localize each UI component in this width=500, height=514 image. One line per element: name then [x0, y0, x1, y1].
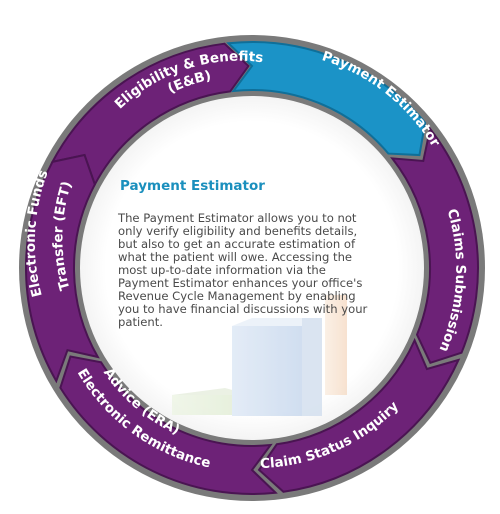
segment-payment-estimator[interactable]	[226, 41, 427, 157]
description-panel: Payment Estimator The Payment Estimator …	[118, 178, 368, 329]
segment-claims-submission[interactable]	[390, 126, 479, 365]
segment-eligibility[interactable]	[50, 42, 250, 187]
segment-claim-status[interactable]	[257, 337, 461, 493]
decorative-bar-graphic	[172, 295, 347, 416]
segment-eft[interactable]	[25, 153, 100, 384]
description-body: The Payment Estimator allows you to not …	[118, 211, 368, 329]
description-title: Payment Estimator	[120, 178, 265, 194]
segment-era[interactable]	[59, 355, 278, 495]
